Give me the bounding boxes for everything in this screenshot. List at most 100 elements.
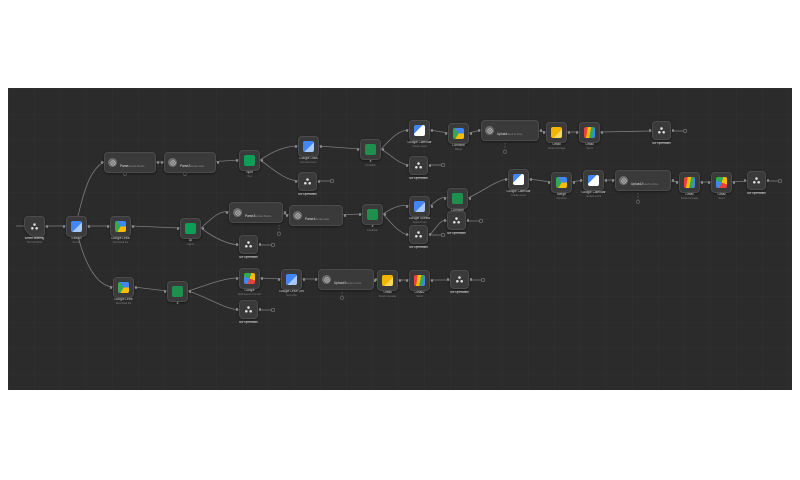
input-port[interactable] <box>285 214 289 217</box>
input-port[interactable] <box>100 161 104 164</box>
add-node-endpoint[interactable] <box>329 178 335 184</box>
input-port[interactable] <box>356 148 360 151</box>
output-port[interactable] <box>319 145 323 148</box>
input-port[interactable] <box>358 213 362 216</box>
output-port[interactable] <box>529 178 533 181</box>
output-port[interactable] <box>466 219 470 222</box>
output-port[interactable] <box>468 197 472 200</box>
node-body[interactable] <box>356 139 385 160</box>
output-port[interactable] <box>156 161 160 164</box>
node-body[interactable] <box>277 269 306 290</box>
drop-hint-endpoint[interactable] <box>503 149 507 154</box>
output-port[interactable] <box>87 225 91 228</box>
node-n32[interactable]: No Operation <box>743 171 770 195</box>
input-port[interactable] <box>444 132 448 135</box>
drop-hint-endpoint[interactable] <box>277 231 281 236</box>
node-body[interactable] <box>163 281 192 302</box>
input-port[interactable] <box>235 243 239 246</box>
node-n18[interactable]: Parse3Extract blocks <box>225 202 287 223</box>
node-body[interactable] <box>579 170 608 191</box>
input-port[interactable] <box>611 179 615 182</box>
node-body[interactable] <box>405 120 434 141</box>
output-port[interactable] <box>260 159 264 162</box>
output-port[interactable] <box>766 179 770 182</box>
node-n13[interactable]: No Operation <box>405 156 432 180</box>
input-port[interactable] <box>294 180 298 183</box>
input-port[interactable] <box>314 278 318 281</box>
add-node-endpoint[interactable] <box>440 232 446 238</box>
add-node-endpoint[interactable] <box>270 307 276 313</box>
input-port[interactable] <box>294 145 298 148</box>
node-body[interactable] <box>743 171 770 190</box>
node-body[interactable] <box>405 196 434 217</box>
input-port[interactable] <box>743 179 747 182</box>
output-port[interactable] <box>600 131 604 134</box>
add-node-endpoint[interactable] <box>270 242 276 248</box>
node-body[interactable]: UploadSend to drive <box>477 120 543 141</box>
input-port[interactable] <box>235 159 239 162</box>
output-port[interactable] <box>700 181 704 184</box>
input-port[interactable] <box>62 225 66 228</box>
input-port[interactable] <box>405 233 409 236</box>
node-body[interactable]: Upload2Send to drive <box>611 170 675 191</box>
input-port[interactable] <box>163 290 167 293</box>
node-n14[interactable]: UploadSend to drive <box>477 120 543 141</box>
node-body[interactable]: Parse2Extract data <box>160 152 220 173</box>
input-port[interactable] <box>446 278 450 281</box>
node-body[interactable] <box>444 123 473 144</box>
input-port[interactable] <box>707 181 711 184</box>
node-body[interactable] <box>235 235 262 254</box>
output-port[interactable] <box>671 179 675 182</box>
node-n41[interactable]: No Operation <box>446 270 473 294</box>
output-port[interactable] <box>567 131 571 134</box>
node-body[interactable] <box>443 211 470 230</box>
add-node-endpoint[interactable] <box>480 277 486 283</box>
output-port[interactable] <box>317 180 321 183</box>
node-body[interactable] <box>235 268 264 289</box>
node-n36[interactable]: No Operation <box>235 300 262 324</box>
output-port[interactable] <box>134 286 138 289</box>
node-body[interactable] <box>575 122 604 143</box>
node-n17[interactable]: No Operation <box>648 121 675 145</box>
drop-hint-endpoint[interactable] <box>340 295 344 300</box>
input-port[interactable] <box>373 279 377 282</box>
input-port[interactable] <box>277 278 281 281</box>
output-port[interactable] <box>201 227 205 230</box>
input-port[interactable] <box>443 219 447 222</box>
input-port[interactable] <box>675 181 679 184</box>
node-body[interactable] <box>443 188 472 209</box>
input-port[interactable] <box>235 308 239 311</box>
add-node-endpoint[interactable] <box>777 178 783 184</box>
node-n20[interactable]: No Operation <box>235 235 262 259</box>
node-body[interactable]: Parse4Extract data <box>285 205 347 226</box>
input-port[interactable] <box>405 279 409 282</box>
node-body[interactable] <box>358 204 387 225</box>
node-body[interactable] <box>24 216 49 237</box>
node-body[interactable] <box>294 172 321 191</box>
output-port[interactable] <box>732 181 736 184</box>
input-port[interactable] <box>160 161 164 164</box>
node-body[interactable] <box>294 136 323 157</box>
input-port[interactable] <box>575 131 579 134</box>
input-port[interactable] <box>405 129 409 132</box>
output-port[interactable] <box>45 225 49 228</box>
input-port[interactable] <box>109 286 113 289</box>
input-port[interactable] <box>547 181 551 184</box>
output-port[interactable] <box>428 233 432 236</box>
